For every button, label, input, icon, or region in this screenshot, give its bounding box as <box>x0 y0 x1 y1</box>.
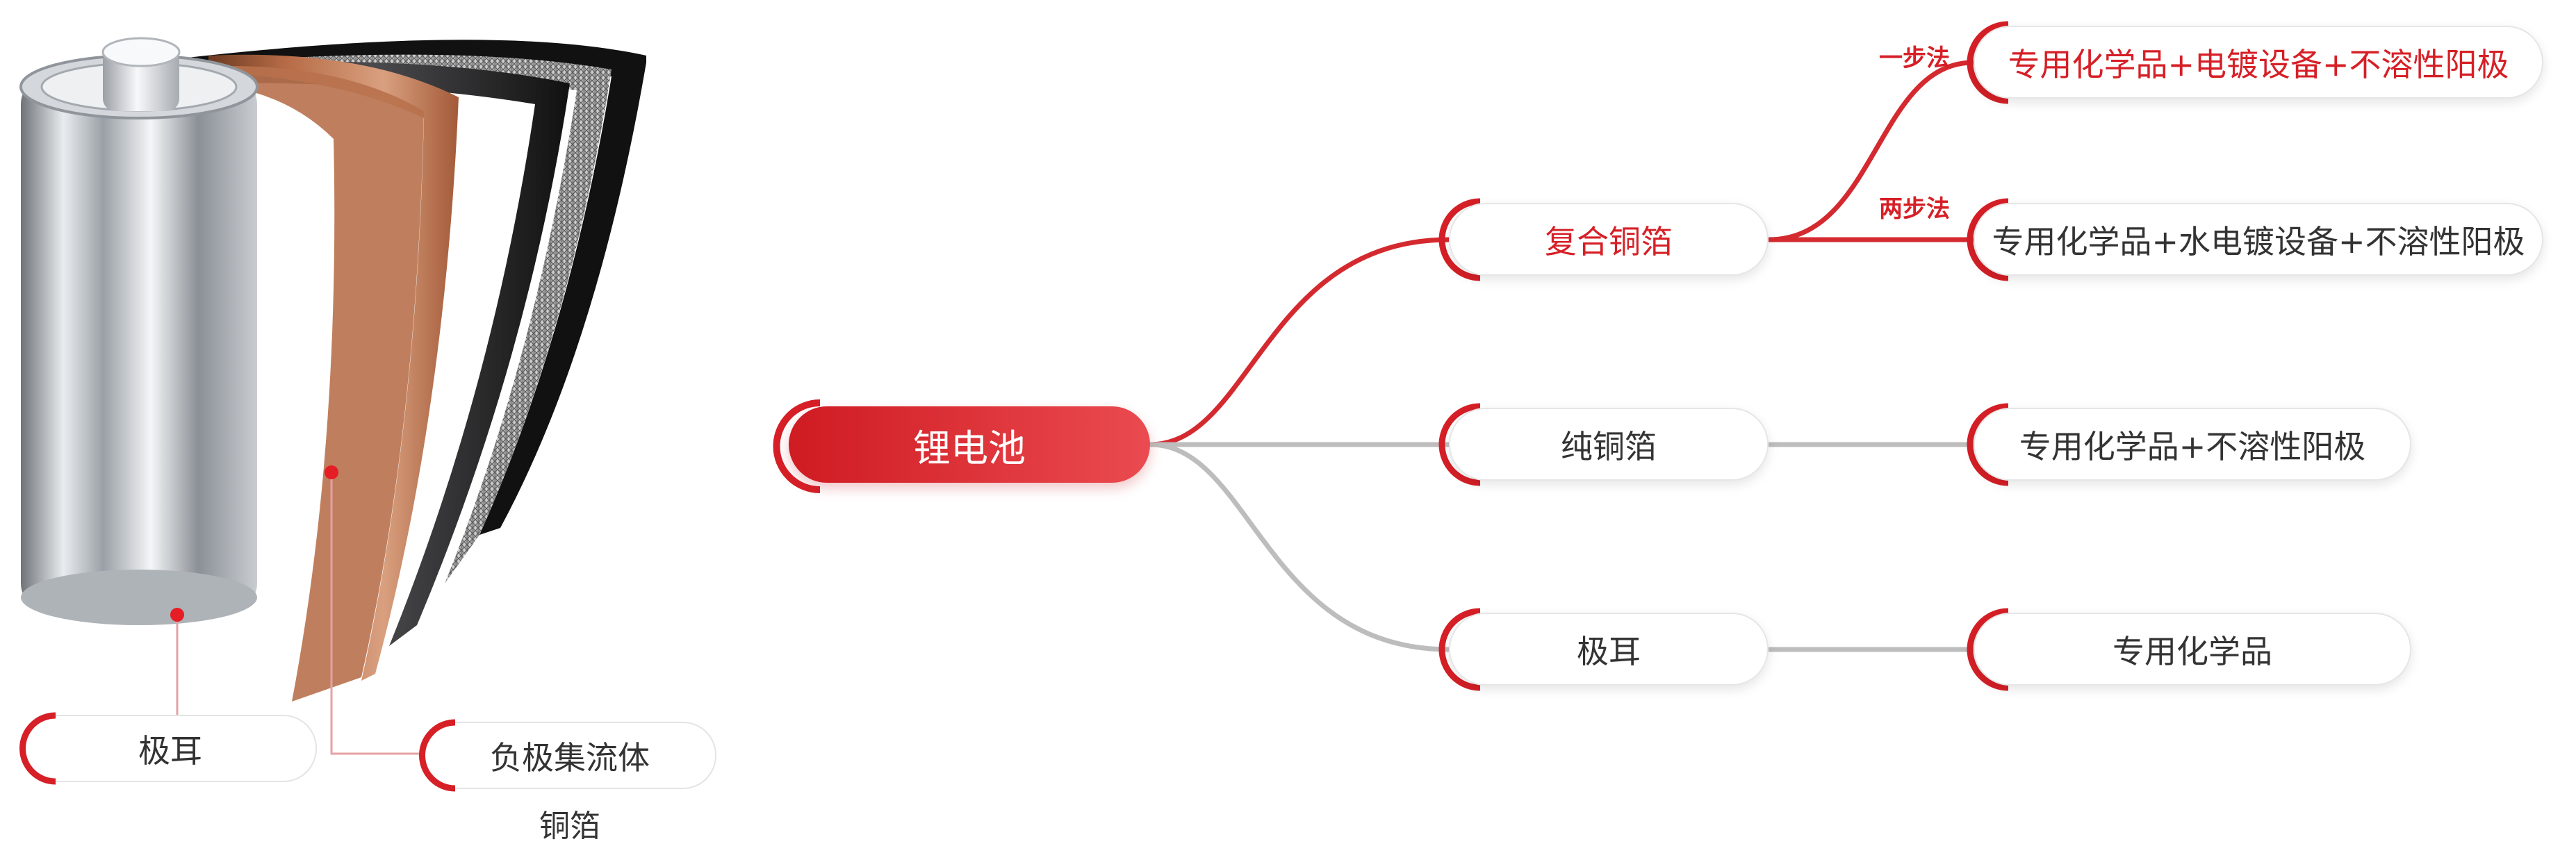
callout-leaders <box>170 465 424 755</box>
leader-line-collector <box>330 472 424 755</box>
callout-label-collector: 负极集流体 <box>490 738 650 777</box>
root-bracket <box>773 399 821 493</box>
callout-bracket-collector <box>419 719 456 792</box>
bracket-onestep <box>1967 21 2009 104</box>
connector-root-tab <box>1149 442 1450 652</box>
callout-pills <box>19 712 716 792</box>
mindmap-brackets <box>1438 21 2009 691</box>
leader-dot-collector <box>325 465 338 479</box>
method-label-two-step: 两步法 <box>1879 194 1950 223</box>
branch-pure-copper-foil: 纯铜箔 <box>1449 408 1769 481</box>
branch-tab: 极耳 <box>1449 613 1769 686</box>
separator-mesh-layer <box>167 54 612 583</box>
bracket-pure <box>1438 403 1481 486</box>
bracket-twostep <box>1967 198 2009 281</box>
leaf-pure-foil-recipe: 专用化学品+不溶性阳极 <box>1974 408 2411 481</box>
callout-sublabel-copper-foil: 铜箔 <box>539 809 600 844</box>
callout-bracket-tab <box>19 712 56 785</box>
bracket-tab-leaf <box>1967 608 2009 691</box>
mindmap-root: 锂电池 <box>789 406 1150 483</box>
bracket-pure-leaf <box>1967 403 2009 486</box>
cathode-dark-layer <box>181 61 570 647</box>
bracket-tab <box>1438 608 1481 691</box>
leader-dot-tab <box>170 608 184 622</box>
battery-illustration <box>19 37 646 702</box>
leaf-two-step-recipe: 专用化学品+水电镀设备+不溶性阳极 <box>1974 203 2543 276</box>
method-label-one-step: 一步法 <box>1879 44 1950 72</box>
branch-composite-copper-foil: 复合铜箔 <box>1449 203 1769 276</box>
callout-label-tab: 极耳 <box>138 731 202 770</box>
connector-composite-onestep <box>1768 60 1974 242</box>
mindmap-connectors <box>1149 60 1974 652</box>
battery-cap-top <box>101 37 181 67</box>
connector-root-composite <box>1149 237 1450 447</box>
copper-foil-layer <box>208 54 459 681</box>
copper-inner-face <box>229 66 424 702</box>
leaf-tab-recipe: 专用化学品 <box>1974 613 2411 686</box>
battery-can-bottom <box>21 570 257 625</box>
leaf-one-step-recipe: 专用化学品+电镀设备+不溶性阳极 <box>1974 26 2543 99</box>
bracket-composite <box>1438 198 1481 281</box>
battery-can <box>21 76 257 611</box>
